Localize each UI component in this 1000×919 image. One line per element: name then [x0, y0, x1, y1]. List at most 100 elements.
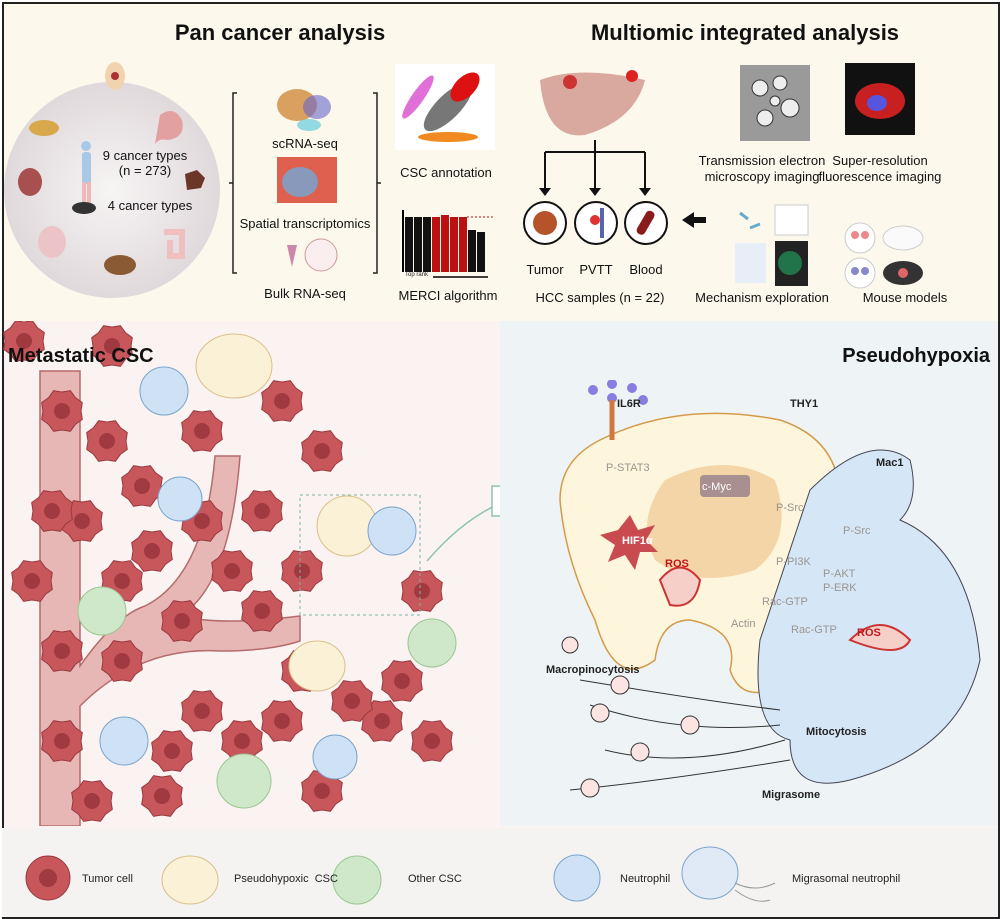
- label-psrc-1: P-Src: [776, 502, 804, 514]
- tumor-cell-nucleus: [314, 443, 330, 459]
- label-racgtp-2: Rac-GTP: [791, 624, 837, 636]
- mouse-models-label: Mouse models: [862, 290, 948, 305]
- label-macropinocytosis: Macropinocytosis: [546, 664, 640, 676]
- tumor-cell-nucleus: [194, 703, 210, 719]
- label-ppi3k: P-PI3K: [776, 556, 811, 568]
- sample-tumor: Tumor: [526, 262, 564, 277]
- umap-icon: [277, 89, 331, 131]
- tumor-cell-nucleus: [294, 563, 310, 579]
- liver-organ-icon: [104, 255, 136, 275]
- tem-text: Transmission electron microscopy imaging: [698, 153, 826, 184]
- zoom-box: [299, 494, 421, 616]
- metastatic-csc-title: Metastatic CSC: [8, 345, 154, 367]
- label-actin: Actin: [731, 618, 756, 630]
- legend-label-migrasomal-neutrophil: Migrasomal neutrophil: [792, 873, 901, 885]
- tumor-cell-nucleus: [254, 603, 270, 619]
- neutrophil: [99, 366, 417, 780]
- legend-icons: [25, 846, 776, 905]
- tumor-cell-nucleus: [274, 393, 290, 409]
- human-icon: [81, 141, 91, 208]
- methods-bracket: [229, 89, 381, 274]
- label-racgtp-1: Rac-GTP: [762, 596, 808, 608]
- tumor-cell-nucleus: [174, 613, 190, 629]
- cmyc-box: [700, 475, 750, 497]
- tumor-cell-nucleus: [234, 733, 250, 749]
- tumor-cell-nucleus: [84, 793, 100, 809]
- hcc-sampling-diagram: [523, 70, 706, 245]
- mouse-icon: [72, 202, 96, 214]
- mouse-cancer-types: 4 cancer types: [107, 198, 193, 213]
- tumor-cell-nucleus: [344, 693, 360, 709]
- pseudohypoxia-title: Pseudohypoxia: [842, 345, 990, 367]
- tumor-cell-nucleus: [194, 423, 210, 439]
- tumor-cell-nucleus: [74, 513, 90, 529]
- pseudohypoxic-csc: [195, 333, 378, 692]
- label-psrc-2: P-Src: [843, 525, 871, 537]
- mouse-model-icons: [844, 222, 924, 289]
- tumor-cell-nucleus: [99, 433, 115, 449]
- pan-cancer-title: Pan cancer analysis: [174, 20, 386, 45]
- label-pakt: P-AKT: [823, 568, 856, 580]
- colon-organ-icon: [164, 229, 185, 259]
- bladder-organ-icon: [18, 168, 42, 196]
- tumor-cell-nucleus: [134, 478, 150, 494]
- label-mac1: Mac1: [876, 457, 904, 469]
- hif1a-burst-icon: [600, 515, 658, 570]
- label-perk: P-ERK: [823, 582, 857, 594]
- tumor-cell-nucleus: [314, 783, 330, 799]
- method-scrna: scRNA-seq: [272, 136, 338, 151]
- legend-label-pseudohypoxic-csc: Pseudohypoxic CSC: [234, 873, 338, 885]
- sample-blood: Blood: [629, 262, 663, 277]
- tumor-cell-nucleus: [394, 673, 410, 689]
- big-arrow-icon: [682, 212, 706, 228]
- mitochondrion-icon: [658, 566, 702, 607]
- spatial-map-icon: [277, 157, 337, 203]
- label-cmyc: c-Myc: [702, 481, 732, 493]
- tumor-cell-nucleus: [44, 503, 60, 519]
- hcc-samples-label: HCC samples (n = 22): [535, 290, 665, 305]
- mechanism-exploration-icons: [735, 204, 809, 286]
- tumor-cell-nucleus: [414, 583, 430, 599]
- other-csc: [77, 586, 457, 809]
- label-thy1: THY1: [790, 398, 819, 410]
- tumor-cell-nucleus: [274, 713, 290, 729]
- merci-axis-label: Top rank: [405, 272, 429, 278]
- superres-text: Super-resolution fluorescence imaging: [818, 153, 942, 184]
- label-pstat3: P-STAT3: [606, 462, 650, 474]
- human-sample-count: (n = 273): [118, 163, 172, 178]
- tumor-cell-nucleus: [164, 743, 180, 759]
- cancer-types-circle: [4, 62, 220, 298]
- tumor-cell-nucleus: [114, 573, 130, 589]
- human-cancer-types: 9 cancer types: [102, 148, 188, 163]
- method-spatial: Spatial transcriptomics: [239, 216, 371, 231]
- zoom-connector: [426, 502, 500, 562]
- tumor-cell-nucleus: [374, 713, 390, 729]
- tumor-cell-nucleus: [254, 503, 270, 519]
- il6-ligand-icon: [588, 380, 648, 405]
- multiomic-title: Multiomic integrated analysis: [590, 20, 900, 45]
- sample-pvtt: PVTT: [579, 262, 613, 277]
- csc-3d-scatter-icon: [395, 64, 495, 278]
- pancreas-organ-icon: [29, 120, 59, 136]
- tumor-cell-nucleus: [104, 338, 120, 354]
- label-migrasome: Migrasome: [762, 789, 821, 801]
- tumor-cell-nucleus: [16, 333, 32, 349]
- mitochondrion-damaged-icon: [848, 624, 912, 651]
- tumor-cell-nucleus: [154, 788, 170, 804]
- tumor-cell-nucleus: [54, 733, 70, 749]
- tem-label: Transmission electron microscopy imaging: [687, 153, 837, 185]
- legend-label-neutrophil: Neutrophil: [620, 873, 671, 885]
- tumor-cell-nucleus: [114, 653, 130, 669]
- merci-label: MERCI algorithm: [398, 288, 498, 303]
- liver-icon: [540, 72, 645, 136]
- skin-organ-icon: [185, 170, 205, 190]
- legend-pseudohypoxic-csc-icon: [161, 855, 219, 905]
- tumor-cell-nucleus: [24, 573, 40, 589]
- stomach-organ-icon: [155, 111, 183, 144]
- pseudohypoxia-mechanism-diagram: [559, 380, 981, 798]
- tumor-cell-nucleus: [424, 733, 440, 749]
- tumor-cell-nucleus: [194, 513, 210, 529]
- csc-annotation-label: CSC annotation: [400, 165, 492, 180]
- zoom-arrow-icon: [491, 485, 500, 517]
- tube-icon: [287, 238, 338, 272]
